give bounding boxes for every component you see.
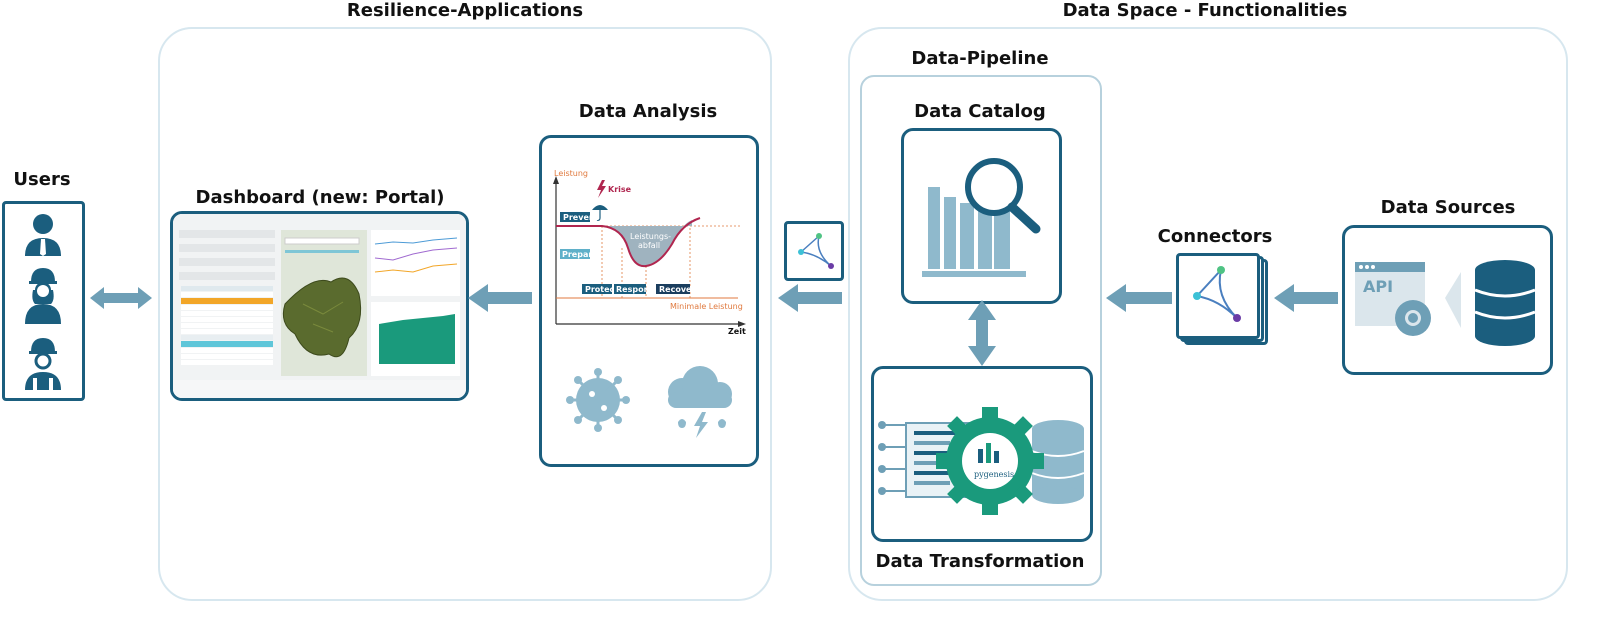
- phase-recover: Recover: [656, 284, 695, 294]
- data-sources-icons: API: [1355, 260, 1536, 346]
- pygenesis-text: pygenesis: [974, 470, 1014, 479]
- storm-cloud-icon: [668, 366, 732, 438]
- data-catalog-title: Data Catalog: [914, 101, 1046, 122]
- svg-text:Prepare: Prepare: [562, 250, 598, 259]
- api-label: API: [1363, 277, 1393, 296]
- pygenesis-gear-icon: pygenesis: [936, 407, 1044, 515]
- data-space-title: Data Space - Functionalities: [1062, 0, 1348, 21]
- data-catalog-box: [901, 128, 1062, 304]
- svg-text:Recover: Recover: [659, 285, 695, 294]
- resilience-applications-title: Resilience-Applications: [346, 0, 584, 21]
- data-analysis-box: Leistung Zeit Minimale Leistung Leistung…: [539, 135, 759, 467]
- transformation-icon: pygenesis: [878, 407, 1085, 515]
- connector-logo-icon: [798, 233, 834, 269]
- dashboard-screenshot: [173, 214, 466, 398]
- connector-logo-large-icon: [1193, 266, 1241, 322]
- resilience-chart: Leistung Zeit Minimale Leistung Leistung…: [553, 169, 746, 438]
- svg-text:Prevent: Prevent: [563, 213, 599, 222]
- phase-prevent: Prevent: [560, 212, 599, 222]
- dashboard-title: Dashboard (new: Portal): [195, 187, 445, 208]
- users-title: Users: [13, 169, 71, 190]
- dashboard-line-chart: [371, 230, 460, 296]
- phase-protect: Protect: [582, 284, 618, 294]
- api-window-icon: API: [1355, 262, 1431, 336]
- source-triangle-icon: [1445, 272, 1461, 328]
- virus-icon: [566, 368, 630, 432]
- users-icons: [25, 214, 61, 390]
- data-transformation-title: Data Transformation: [875, 551, 1085, 572]
- source-database-icon: [1474, 260, 1536, 346]
- business-user-icon: [25, 214, 61, 256]
- pipeline-to-analysis-arrow: [778, 284, 842, 312]
- min-line-label: Minimale Leistung: [670, 302, 743, 311]
- phase-prepare: Prepare: [560, 249, 598, 259]
- data-sources-box: API: [1342, 225, 1553, 375]
- catalog-books-magnifier-icon: [922, 158, 1041, 277]
- lightning-icon: [597, 180, 606, 198]
- dip-label-2: abfall: [638, 241, 660, 250]
- input-nodes-icon: [878, 421, 908, 495]
- data-pipeline-title: Data-Pipeline: [911, 48, 1049, 69]
- male-worker-icon: [25, 338, 61, 390]
- connector-logo-box: [784, 221, 844, 281]
- svg-text:Protect: Protect: [585, 285, 618, 294]
- dashboard-area-chart: [371, 302, 460, 376]
- umbrella-icon: [592, 205, 608, 221]
- dashboard-control-panel: [179, 230, 275, 365]
- crisis-label: Krise: [608, 185, 632, 194]
- data-analysis-title: Data Analysis: [578, 101, 718, 122]
- x-axis-label: Zeit: [728, 327, 746, 336]
- data-transformation-box: pygenesis: [871, 366, 1093, 542]
- connector-card-front: [1176, 253, 1260, 339]
- phase-respond: Respond: [614, 284, 655, 294]
- data-sources-title: Data Sources: [1380, 197, 1516, 218]
- dip-label: Leistungs-: [630, 232, 671, 241]
- users-box: [2, 201, 85, 401]
- svg-text:Respond: Respond: [616, 285, 655, 294]
- dashboard-box: [170, 211, 469, 401]
- connectors-title: Connectors: [1157, 226, 1273, 247]
- dashboard-map: [281, 230, 367, 376]
- users-dashboard-arrow: [90, 287, 152, 309]
- female-worker-icon: [25, 268, 61, 324]
- y-axis-label: Leistung: [554, 169, 588, 178]
